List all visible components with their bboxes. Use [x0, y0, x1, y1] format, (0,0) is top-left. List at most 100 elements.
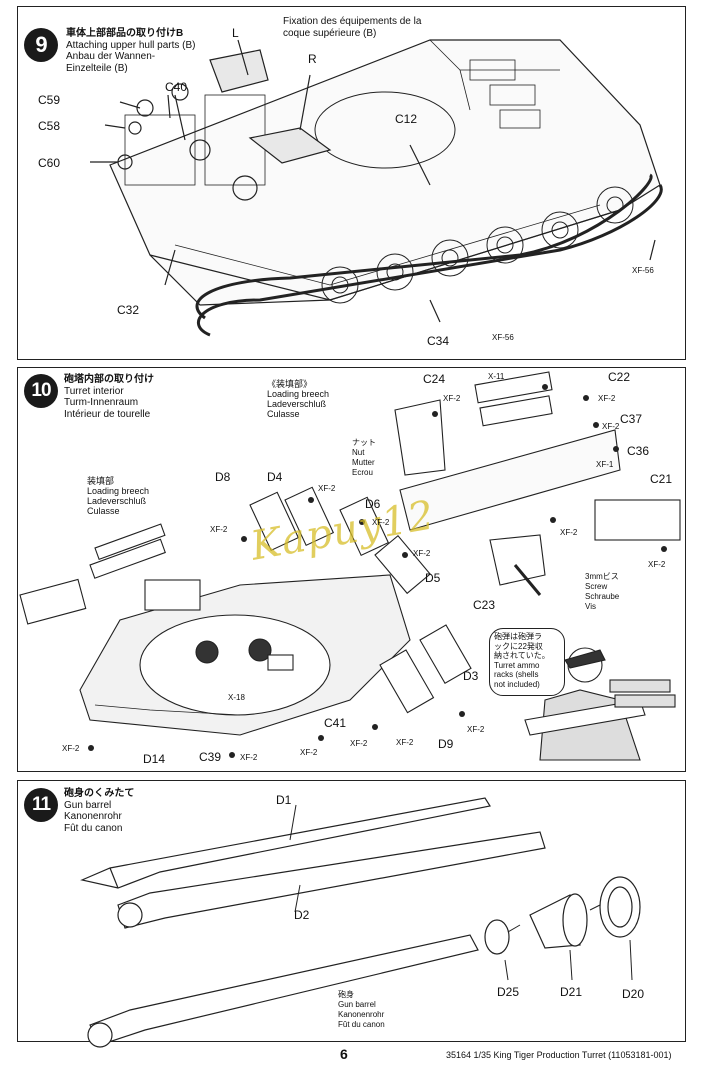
label-C22: C22: [608, 370, 631, 384]
paint-xf2-d6: XF-2: [372, 518, 390, 527]
label-C12: C12: [395, 112, 418, 126]
step-9-title-jp: 車体上部部品の取り付けB: [66, 28, 184, 39]
label-C23: C23: [473, 598, 496, 612]
breech-de: Ladeverschluß: [267, 399, 327, 409]
screw-en: Screw: [585, 582, 608, 591]
step-9-title-fr1: Fixation des équipements de la: [283, 16, 422, 27]
paint-xf2-c23: XF-2: [560, 528, 578, 537]
screw-de: Schraube: [585, 592, 620, 601]
paint-xf2-c22: XF-2: [598, 394, 616, 403]
label-D1: D1: [276, 793, 292, 807]
step-10-title: 砲塔内部の取り付け Turret interior Turm-Innenraum…: [64, 374, 154, 420]
barrel-en: Gun barrel: [338, 1000, 376, 1009]
step-10-title-fr: Intérieur de tourelle: [64, 408, 151, 420]
paint-xf2-c41: XF-2: [300, 748, 318, 757]
step-11-title-en: Gun barrel: [64, 799, 112, 811]
breech2-jp: 装填部: [87, 476, 115, 486]
paint-xf2-c39: XF-2: [240, 753, 258, 762]
nut-de: Mutter: [352, 458, 375, 467]
paint-xf2-d9a: XF-2: [350, 739, 368, 748]
paint-xf2-c24: XF-2: [443, 394, 461, 403]
step-11-title-fr: Fût du canon: [64, 822, 123, 834]
nut-fr: Ecrou: [352, 468, 373, 477]
label-D8: D8: [215, 470, 231, 484]
label-C58: C58: [38, 119, 61, 133]
step-10-title-jp: 砲塔内部の取り付け: [64, 374, 154, 385]
bubble-en3: not included): [494, 679, 540, 689]
step-9-title-de1: Anbau der Wannen-: [66, 51, 156, 62]
paint-xf2-c21: XF-2: [648, 560, 666, 569]
bubble-en2: racks (shells: [494, 670, 539, 679]
step-9-title-en: Attaching upper hull parts (B): [66, 39, 196, 51]
paint-xf1: XF-1: [596, 460, 614, 469]
paint-xf2-c37: XF-2: [602, 422, 620, 431]
loading-breech-note-2: 装填部 Loading breech Ladeverschluß Culasse: [87, 476, 149, 516]
step-9-title: 車体上部部品の取り付けB Attaching upper hull parts …: [66, 28, 196, 74]
breech-fr: Culasse: [267, 409, 300, 419]
label-C40: C40: [165, 80, 188, 94]
ammo-rack-speech-bubble: 砲弾は砲弾ラ ックに22発収 納されていた。 Turret ammo racks…: [489, 628, 565, 696]
paint-xf2-d3: XF-2: [467, 725, 485, 734]
step-9-title-fr2: coque supérieure (B): [283, 27, 377, 39]
nut-en: Nut: [352, 448, 365, 457]
nut-note: ナット Nut Mutter Ecrou: [352, 438, 376, 478]
step-11-number: 11: [24, 788, 58, 822]
step-10-title-en: Turret interior: [64, 385, 124, 397]
breech-en: Loading breech: [267, 389, 330, 399]
label-C41: C41: [324, 716, 347, 730]
step-9-number: 9: [24, 28, 58, 62]
product-code: 35164 1/35 King Tiger Production Turret …: [446, 1050, 672, 1060]
bubble-jp1: 砲弾は砲弾ラ: [494, 632, 542, 641]
label-C36: C36: [627, 444, 650, 458]
step-10-number: 10: [24, 374, 58, 408]
label-D4: D4: [267, 470, 283, 484]
paint-xf2-d5: XF-2: [413, 549, 431, 558]
step-11-title-de: Kanonenrohr: [64, 811, 122, 822]
paint-xf56-1: XF-56: [632, 266, 654, 275]
bubble-en1: Turret ammo: [494, 660, 540, 670]
step-11-title-jp: 砲身のくみたて: [64, 788, 135, 799]
label-D2: D2: [294, 908, 310, 922]
screw-fr: Vis: [585, 602, 596, 611]
nut-jp: ナット: [352, 438, 376, 447]
label-C32: C32: [117, 303, 140, 317]
loading-breech-note: 《装填部》 Loading breech Ladeverschluß Culas…: [267, 379, 329, 419]
label-C60: C60: [38, 156, 61, 170]
label-D25: D25: [497, 985, 520, 999]
paint-xf56-2: XF-56: [492, 333, 514, 342]
label-D21: D21: [560, 985, 583, 999]
label-C59: C59: [38, 93, 61, 107]
step-9-title-de2: Einzelteile (B): [66, 62, 128, 74]
paint-x11: X-11: [488, 372, 505, 381]
breech2-de: Ladeverschluß: [87, 496, 147, 506]
barrel-jp: 砲身: [338, 990, 354, 999]
page-number: 6: [340, 1046, 348, 1062]
screw-jp: 3mmビス: [585, 572, 619, 581]
step-10-title-de: Turm-Innenraum: [64, 397, 139, 408]
label-D3: D3: [463, 669, 479, 683]
barrel-de: Kanonenrohr: [338, 1010, 385, 1019]
label-C39: C39: [199, 750, 222, 764]
label-D14: D14: [143, 752, 166, 766]
label-L: L: [232, 26, 239, 40]
label-D20: D20: [622, 987, 645, 1001]
breech-jp: 《装填部》: [267, 379, 313, 389]
paint-xf2-d8: XF-2: [210, 525, 228, 534]
label-C21: C21: [650, 472, 673, 486]
paint-x18: X-18: [228, 693, 245, 702]
barrel-fr: Fût du canon: [338, 1020, 385, 1029]
breech2-en: Loading breech: [87, 486, 150, 496]
label-R: R: [308, 52, 317, 66]
step-11-title: 砲身のくみたて Gun barrel Kanonenrohr Fût du ca…: [64, 788, 134, 834]
paint-xf2-d14: XF-2: [62, 744, 80, 753]
label-D5: D5: [425, 571, 441, 585]
bubble-jp3: 納されていた。: [494, 651, 550, 660]
breech2-fr: Culasse: [87, 506, 120, 516]
gun-barrel-note: 砲身 Gun barrel Kanonenrohr Fût du canon: [338, 990, 385, 1030]
label-C24: C24: [423, 372, 446, 386]
bubble-jp2: ックに22発収: [494, 641, 543, 651]
label-C34: C34: [427, 334, 450, 348]
